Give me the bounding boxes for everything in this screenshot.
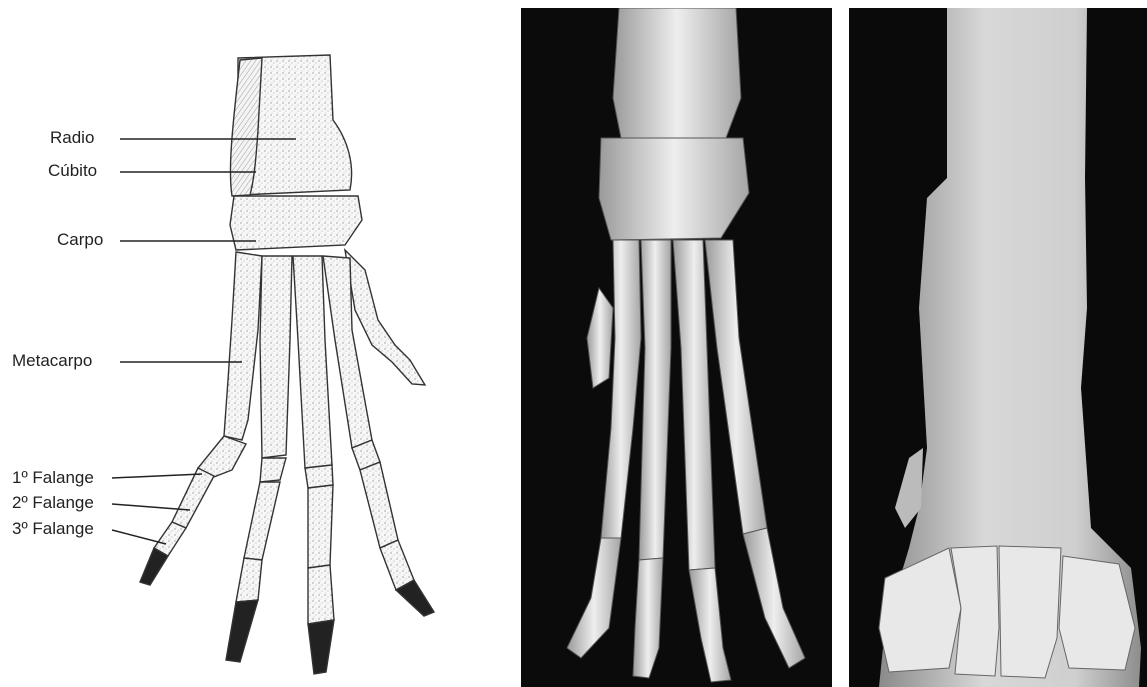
skeleton-photo — [521, 8, 832, 687]
limb-photo — [849, 8, 1147, 687]
label-falange-2: 2º Falange — [12, 493, 94, 513]
anatomical-drawing-panel: Radio Cúbito Carpo Metacarpo 1º Falange … — [0, 0, 515, 687]
carpal-bones — [230, 196, 362, 250]
label-falange-3: 3º Falange — [12, 519, 94, 539]
metacarpal-2 — [224, 252, 262, 440]
label-metacarpo: Metacarpo — [12, 351, 92, 371]
label-cubito: Cúbito — [48, 161, 97, 181]
limb-photo-panel — [849, 8, 1147, 687]
label-radio: Radio — [50, 128, 94, 148]
skeleton-photo-panel — [521, 8, 832, 687]
forelimb-bone-drawing — [0, 0, 515, 687]
label-carpo: Carpo — [57, 230, 103, 250]
label-falange-1: 1º Falange — [12, 468, 94, 488]
